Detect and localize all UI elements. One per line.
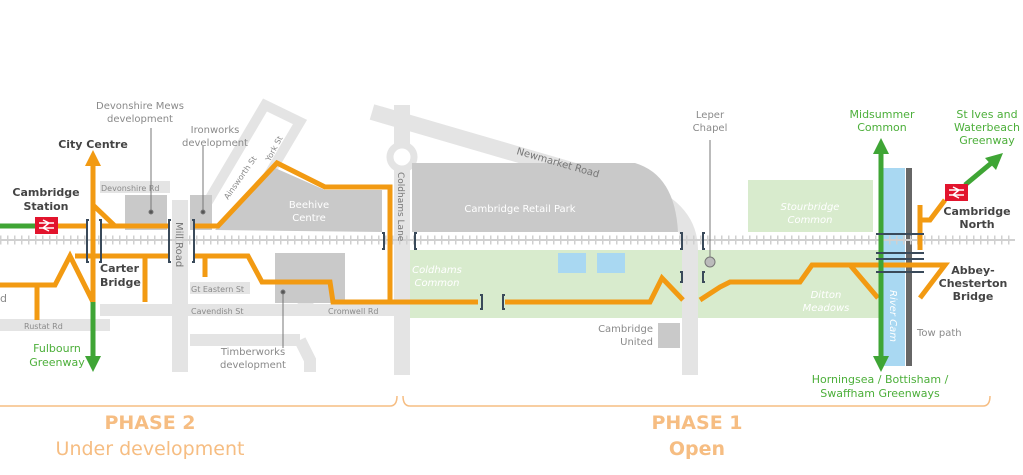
label-pointers — [148, 128, 716, 348]
coldhams-common-area — [410, 250, 885, 318]
coldhams-lane-label: Coldhams Lane — [395, 172, 405, 242]
rustat-rd-label: Rustat Rd — [24, 322, 63, 331]
gt-eastern-st-label: Gt Eastern St — [191, 285, 244, 294]
horningsea-greenways-label: Horningsea / Bottisham /Swaffham Greenwa… — [812, 373, 949, 400]
phase-2-title: PHASE 2 — [104, 412, 195, 434]
mill-road-label: Mill Road — [173, 222, 184, 267]
phase-1-title: PHASE 1 — [651, 412, 742, 434]
retail-park-block — [412, 163, 678, 232]
cambridge-united-block — [658, 323, 680, 348]
pond — [558, 253, 586, 273]
stourbridge-common-area — [748, 180, 873, 232]
city-centre-label: City Centre — [58, 138, 128, 151]
phase-2-status: Under development — [56, 438, 245, 460]
beehive-centre-block — [215, 168, 382, 232]
retail-park-label: Cambridge Retail Park — [464, 204, 575, 215]
road-label-cut: d — [0, 292, 7, 305]
cromwell-rd-label: Cromwell Rd — [328, 307, 378, 316]
tow-path-label: Tow path — [916, 328, 962, 339]
phase-1-status: Open — [669, 438, 725, 460]
phase-1-bracket — [402, 395, 991, 407]
bridges — [86, 219, 924, 310]
cavendish-st-label: Cavendish St — [191, 307, 244, 316]
rail-station-icon — [35, 217, 58, 234]
river-cam-label: River Cam — [887, 290, 898, 342]
phase-2-bracket — [0, 395, 398, 407]
devonshire-rd-label: Devonshire Rd — [101, 184, 159, 193]
greenways — [0, 138, 1003, 372]
rail-station-icon — [945, 184, 968, 201]
pond — [597, 253, 625, 273]
